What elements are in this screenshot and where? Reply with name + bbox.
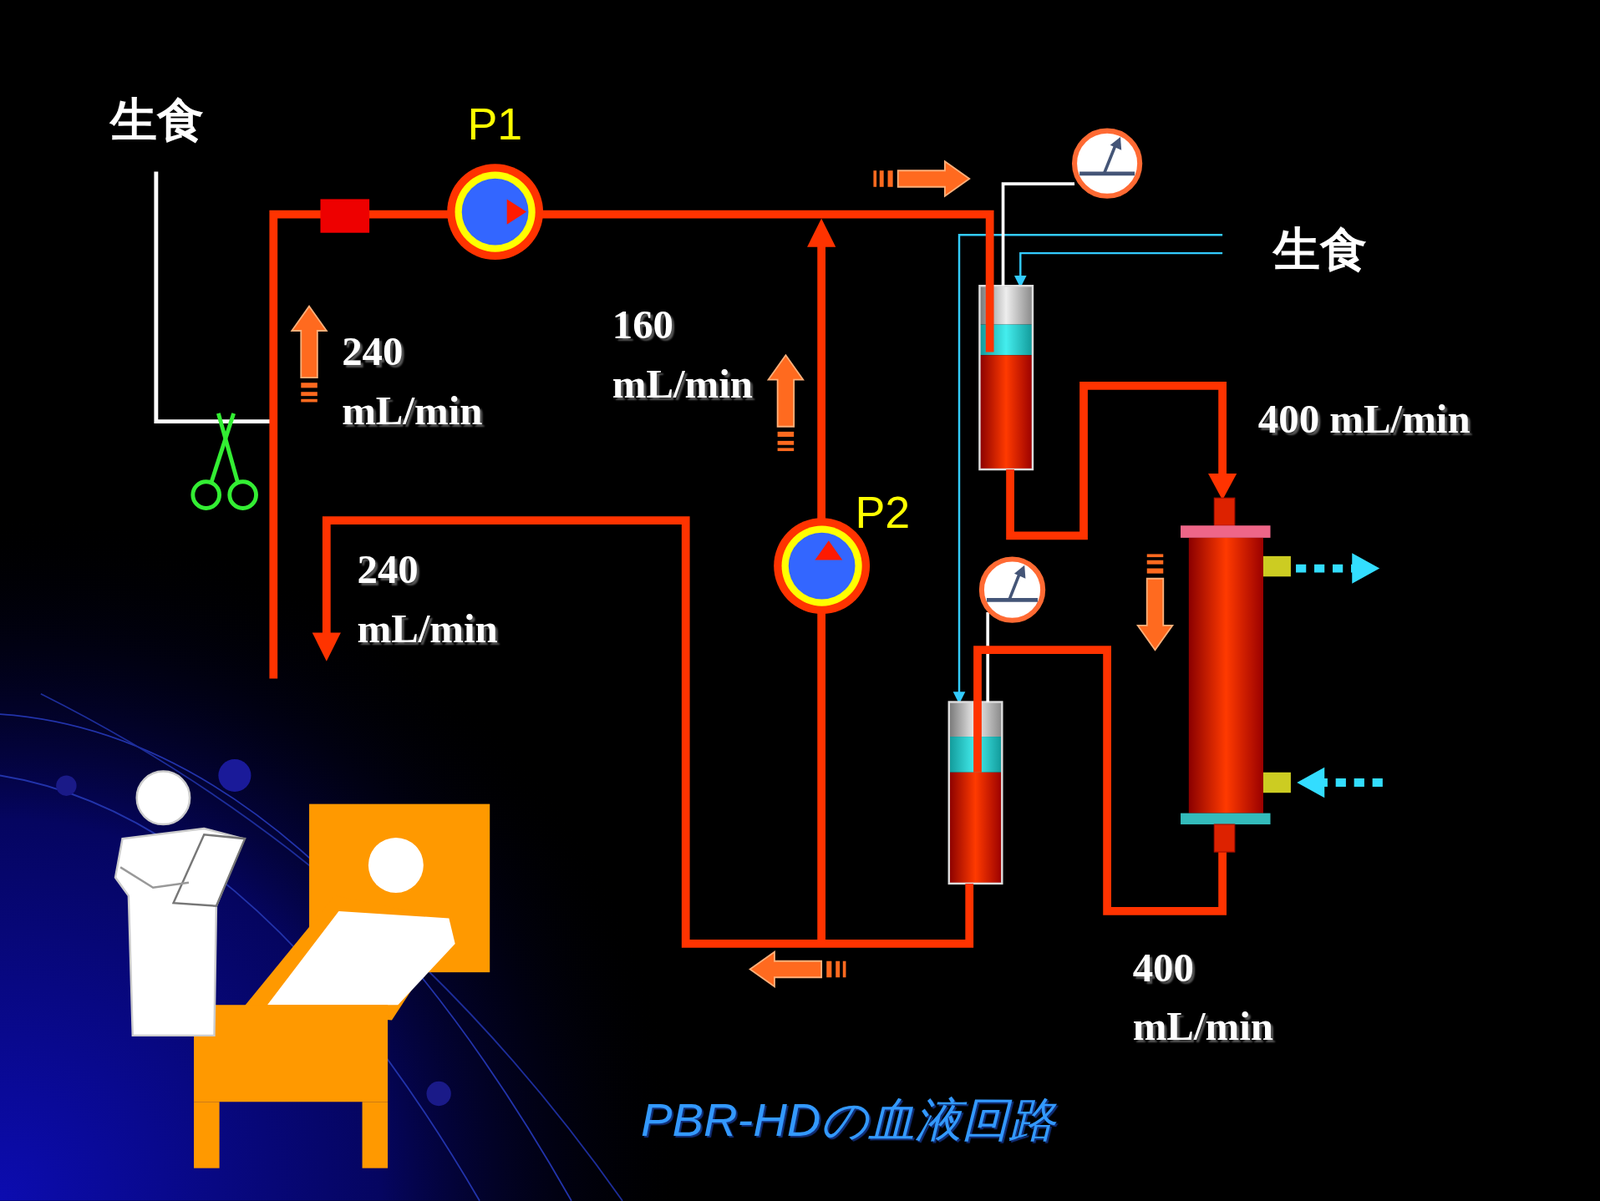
pump-ring: [446, 164, 544, 261]
blood-tube-arrowhead: [312, 218, 1237, 662]
pressure-gauge: [1009, 571, 1021, 600]
pressure-gauge: [981, 559, 1043, 621]
pressure-gauge: [1110, 137, 1122, 151]
drip-chamber: [979, 355, 1033, 470]
pump-direction: [814, 540, 843, 560]
clamp-scissors: [193, 482, 220, 509]
clamp-scissors: [229, 482, 257, 509]
pump-rotor: [787, 533, 855, 600]
bed-figure: [193, 1005, 388, 1103]
background-glow: [0, 489, 735, 1201]
pressure-gauge: [981, 131, 1140, 621]
dialyzer: [1263, 556, 1291, 577]
blood-tube: [977, 650, 1223, 912]
pressure-line: [987, 183, 1075, 702]
flow-arrow: [768, 355, 804, 452]
clamp-scissors: [218, 413, 238, 483]
pump: P2: [772, 517, 871, 615]
blood-tube-arrowhead: [312, 632, 341, 661]
flow-rate: 400 mL/min: [1258, 390, 1471, 450]
blood-tube: [540, 214, 990, 353]
dialyzer: [1180, 525, 1270, 539]
blood-tube-arrowhead: [1208, 473, 1237, 501]
bed-figure: [193, 804, 490, 1169]
flow-arrow: [291, 306, 327, 403]
doctor-figure: [120, 867, 189, 888]
pump-ring: [773, 518, 870, 615]
pump-ring: [454, 172, 535, 253]
saline-feed-line: [959, 234, 1223, 695]
dialysate-flow: [1295, 553, 1383, 798]
drip-chamber: [949, 772, 1003, 884]
dialyzer: [1180, 813, 1270, 825]
bed-figure: [362, 1102, 389, 1169]
saline-label: 生食: [1273, 215, 1367, 284]
dialyzer: [1188, 538, 1264, 814]
pressure-gauge: [986, 598, 1038, 603]
doctor-figure: [173, 834, 245, 906]
pressure-line: [1003, 183, 1075, 286]
pressure-gauge: [1074, 131, 1140, 197]
saline-line: [156, 171, 271, 422]
flow-rate: 160 mL/min: [612, 295, 766, 415]
pump-direction: [506, 199, 526, 225]
bed-figure: [243, 896, 458, 1021]
background-glow: [55, 775, 77, 796]
pressure-gauge: [1079, 171, 1135, 176]
flow-arrow: [1137, 553, 1174, 651]
caption: PBR-HDの血液回路: [640, 1089, 1056, 1154]
pressure-gauge: [1103, 142, 1117, 174]
dialysate-flow: [1296, 767, 1325, 799]
flow-rate: 240 mL/min: [341, 322, 495, 442]
dialyzer: [1213, 824, 1235, 853]
pressure-gauge: [1014, 565, 1026, 580]
blood-tube: [817, 612, 826, 945]
flow-rate: 400 mL/min: [1132, 939, 1286, 1058]
doctor-figure: [137, 772, 191, 826]
background-glow: [0, 714, 572, 1201]
flow-rate: 240 mL/min: [356, 540, 510, 660]
pump: P1: [446, 162, 544, 261]
dialyzer: [1213, 497, 1235, 526]
doctor-figure: [115, 772, 245, 1037]
blood-tube: [817, 243, 826, 521]
flow-arrow: [873, 161, 970, 197]
bed-figure: [368, 838, 424, 894]
dialyzer: [1263, 772, 1291, 793]
background-glow: [0, 489, 735, 1201]
blood-tube: [1010, 386, 1223, 537]
dialyzer: [1180, 497, 1291, 853]
blood-tube-arrowhead: [807, 218, 836, 248]
background-glow: [426, 1081, 452, 1107]
pump-symbol: [446, 162, 544, 261]
saline-label: 生食: [110, 86, 204, 154]
flow-arrow: [750, 952, 847, 988]
dialysate-flow: [1321, 778, 1383, 788]
pressure-line: [985, 612, 990, 702]
pump-rotor: [461, 178, 529, 246]
background-glow: [218, 759, 251, 793]
bed-figure: [267, 911, 456, 1006]
pump-label: P1: [446, 101, 544, 148]
bed-figure: [193, 1102, 220, 1169]
pump-ring: [781, 526, 862, 607]
clamp-scissors: [193, 413, 257, 509]
saline-feed-line: [959, 234, 1223, 695]
dialysate-flow: [1295, 564, 1357, 574]
background-glow: [40, 694, 623, 1201]
saline-feed-line: [1020, 253, 1223, 278]
pump-label: P2: [854, 490, 953, 536]
saline-line: [156, 171, 271, 422]
tube-connector: [320, 198, 370, 233]
flow-arrow: [291, 161, 1173, 987]
dialysate-flow: [1351, 553, 1380, 585]
